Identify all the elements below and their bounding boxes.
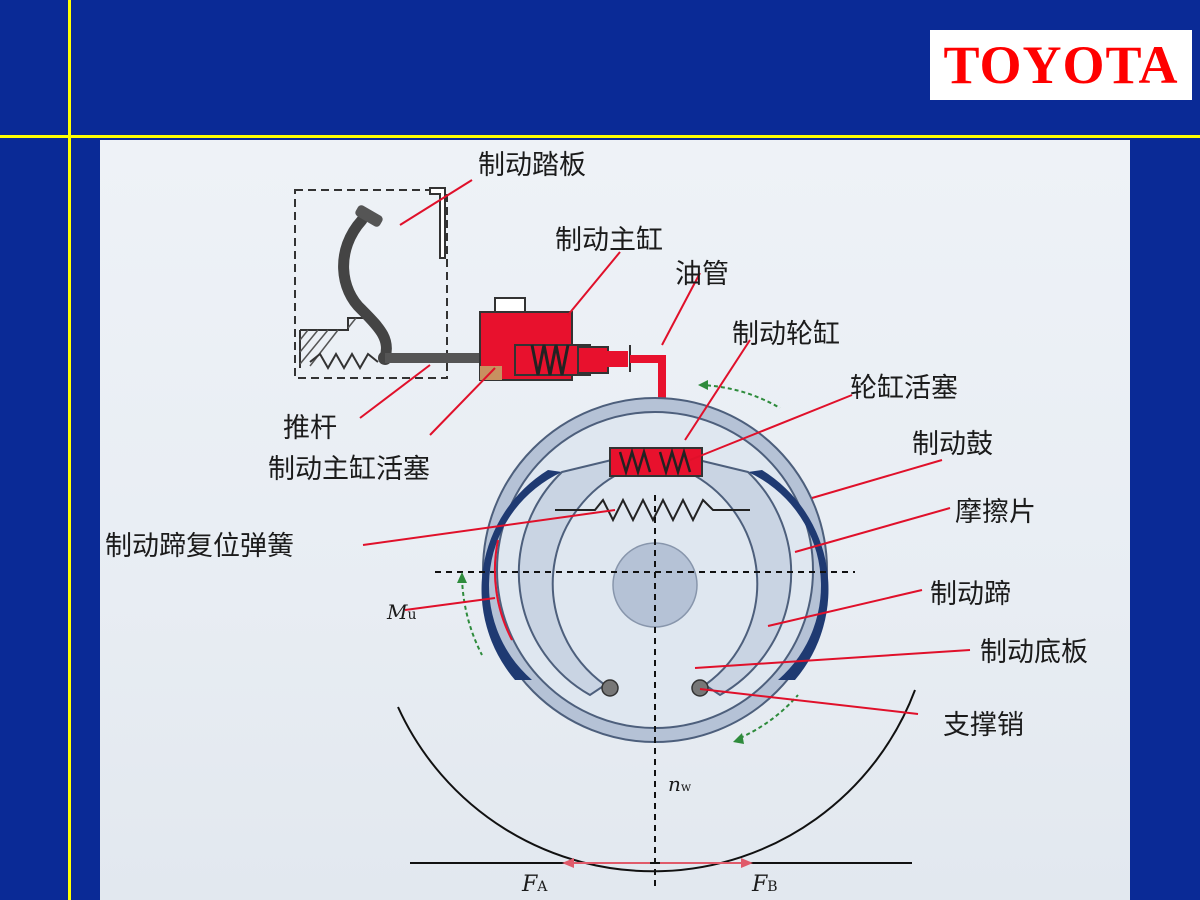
toyota-logo: TOYOTA [930, 30, 1192, 100]
symbol-mu: Mu [387, 600, 417, 624]
label-friction-lining: 摩擦片 [955, 497, 1036, 528]
symbol-fb-sub: B [767, 879, 778, 895]
moment-arrow [461, 577, 483, 656]
pipe-fitting [606, 351, 628, 367]
left-brake-shoe [517, 456, 624, 697]
symbol-fb-main: F [752, 872, 768, 897]
floor-hatching [299, 317, 357, 367]
left-friction-lining [481, 470, 562, 680]
moment-arc-red [493, 539, 513, 641]
label-master-cylinder: 制动主缸 [555, 225, 663, 256]
label-master-cylinder-piston: 制动主缸活塞 [268, 454, 430, 485]
push-rod [385, 353, 540, 363]
right-brake-shoe [686, 456, 793, 697]
symbol-fa-main: F [522, 872, 538, 897]
drum-rotation-arrow-top [699, 384, 781, 409]
label-shoe-return-spring: 制动蹄复位弹簧 [105, 531, 294, 562]
wheel-tire-arc [397, 689, 916, 873]
label-oil-pipe: 油管 [675, 259, 729, 290]
pedal-housing-outline [294, 189, 448, 379]
label-push-rod: 推杆 [283, 413, 337, 444]
brake-diagram-panel: 制动踏板 制动主缸 油管 制动轮缸 轮缸活塞 制动鼓 摩擦片 制动蹄 制动底板 … [100, 140, 1130, 900]
leader-lines [359, 179, 971, 715]
left-support-pin [601, 679, 619, 697]
label-brake-shoe: 制动蹄 [930, 579, 1011, 610]
brake-pedal-arm [338, 214, 392, 364]
symbol-fb: FB [752, 872, 778, 897]
right-friction-lining [748, 470, 829, 680]
brake-system-diagram [294, 179, 971, 888]
drum-rotation-arrow-bottom [739, 694, 799, 739]
yellow-vertical-rule [68, 0, 71, 900]
symbol-nw: nw [668, 772, 691, 796]
symbol-nw-sub: w [680, 780, 692, 794]
label-wheel-cylinder: 制动轮缸 [732, 319, 840, 350]
brake-pedal-pad [355, 205, 383, 227]
right-support-pin [691, 679, 709, 697]
symbol-nw-main: n [668, 772, 681, 796]
symbol-fa: FA [522, 872, 547, 897]
shoe-return-spring [555, 497, 750, 523]
symbol-mu-sub: u [407, 607, 417, 623]
pedal-bracket [429, 187, 446, 259]
label-brake-pedal: 制动踏板 [478, 150, 586, 181]
yellow-horizontal-rule [0, 135, 1200, 138]
symbol-fa-sub: A [537, 879, 548, 895]
pedal-return-spring [309, 351, 379, 371]
pedal-floor [299, 317, 365, 368]
label-brake-backplate: 制动底板 [980, 637, 1088, 668]
symbol-mu-main: M [387, 600, 408, 624]
label-support-pin: 支撑销 [943, 710, 1024, 741]
master-cylinder-spring [530, 344, 570, 376]
label-brake-drum: 制动鼓 [912, 429, 993, 460]
label-wheel-cylinder-piston: 轮缸活塞 [850, 373, 958, 404]
